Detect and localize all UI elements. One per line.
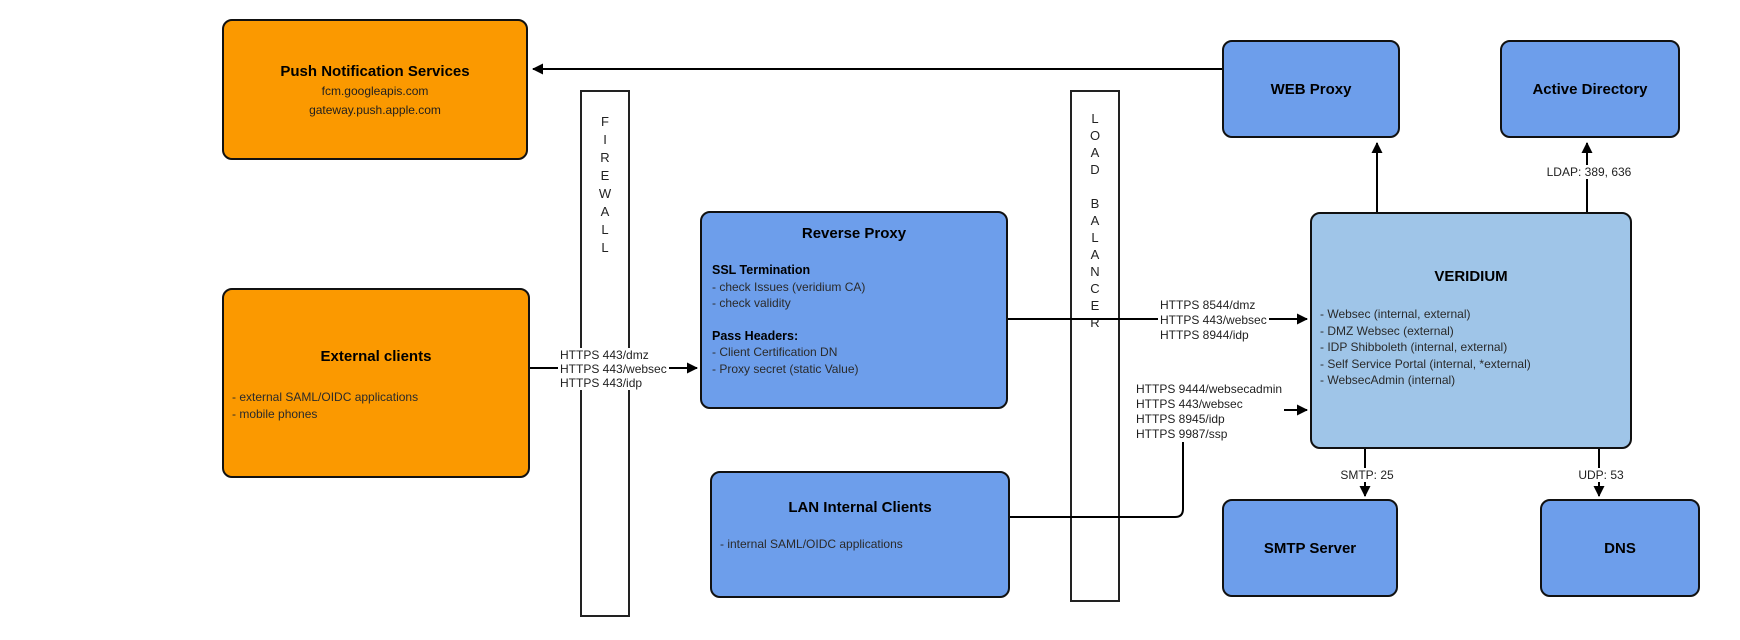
port-label: HTTPS 443/websec	[1160, 313, 1267, 327]
node-web-proxy: WEB Proxy	[1222, 40, 1400, 138]
push-title: Push Notification Services	[280, 63, 470, 80]
port-label: HTTPS 443/idp	[560, 376, 643, 390]
rp-section-ssl-heading: SSL Termination	[712, 263, 811, 277]
veridium-service: - IDP Shibboleth (internal, external)	[1320, 340, 1508, 354]
port-label: HTTPS 8544/dmz	[1160, 298, 1256, 312]
external-clients-item: - mobile phones	[232, 406, 318, 421]
label-smtp-port: SMTP: 25	[1320, 468, 1414, 482]
rp-header-item: - Proxy secret (static Value)	[712, 361, 859, 376]
veridium-service: - DMZ Websec (external)	[1320, 323, 1454, 338]
external-clients-title: External clients	[320, 348, 432, 365]
edge-lan-connector	[1010, 438, 1184, 518]
external-clients-item: - external SAML/OIDC applications	[232, 390, 419, 404]
edge-labels-rp-to-veridium: HTTPS 8544/dmz HTTPS 443/websec HTTPS 89…	[1158, 298, 1269, 343]
label-udp-port: UDP: 53	[1554, 468, 1648, 482]
edge-labels-external-to-rp: HTTPS 443/dmz HTTPS 443/websec HTTPS 443…	[558, 348, 669, 390]
rp-ssl-item: - check Issues (veridium CA)	[712, 279, 866, 294]
port-label: HTTPS 8944/idp	[1160, 328, 1249, 342]
node-dns: DNS	[1540, 499, 1700, 597]
lan-title: LAN Internal Clients	[788, 499, 932, 516]
rp-section-headers-heading: Pass Headers:	[712, 328, 799, 343]
node-active-directory: Active Directory	[1500, 40, 1680, 138]
port-label: HTTPS 9987/ssp	[1136, 427, 1228, 441]
dns-title: DNS	[1604, 539, 1636, 557]
node-reverse-proxy: Reverse Proxy SSL Termination - check Is…	[700, 211, 1008, 409]
veridium-service: - Self Service Portal (internal, *extern…	[1320, 356, 1531, 371]
port-label: HTTPS 443/websec	[1136, 397, 1243, 411]
node-veridium: VERIDIUM - Websec (internal, external) -…	[1310, 212, 1632, 449]
veridium-title: VERIDIUM	[1434, 268, 1508, 285]
lan-item: - internal SAML/OIDC applications	[720, 537, 903, 551]
veridium-service: - WebsecAdmin (internal)	[1320, 373, 1456, 387]
active-directory-title: Active Directory	[1532, 80, 1648, 98]
rp-header-item: - Client Certification DN	[712, 345, 838, 359]
node-smtp-server: SMTP Server	[1222, 499, 1398, 597]
push-endpoint-fcm: fcm.googleapis.com	[321, 84, 429, 98]
node-push-notification-services: Push Notification Services fcm.googleapi…	[222, 19, 528, 160]
load-balancer-label: L O A D B A L A N C E R	[1089, 111, 1101, 330]
node-lan-internal-clients: LAN Internal Clients - internal SAML/OID…	[710, 471, 1010, 598]
edge-labels-lan-to-veridium: HTTPS 9444/websecadmin HTTPS 443/websec …	[1134, 382, 1285, 442]
reverse-proxy-title: Reverse Proxy	[801, 225, 907, 242]
veridium-service: - Websec (internal, external)	[1320, 307, 1471, 321]
web-proxy-title: WEB Proxy	[1270, 80, 1352, 98]
port-label: HTTPS 8945/idp	[1136, 412, 1225, 426]
port-label: HTTPS 443/dmz	[560, 348, 649, 362]
smtp-server-title: SMTP Server	[1263, 539, 1357, 557]
port-label: HTTPS 443/websec	[560, 362, 667, 376]
firewall-label: F I R E W A L L	[598, 114, 612, 255]
push-endpoint-apns: gateway.push.apple.com	[309, 103, 441, 117]
node-external-clients: External clients - external SAML/OIDC ap…	[222, 288, 530, 478]
port-label: HTTPS 9444/websecadmin	[1136, 382, 1283, 396]
rp-ssl-item: - check validity	[712, 296, 791, 310]
label-ldap-ports: LDAP: 389, 636	[1528, 165, 1650, 179]
